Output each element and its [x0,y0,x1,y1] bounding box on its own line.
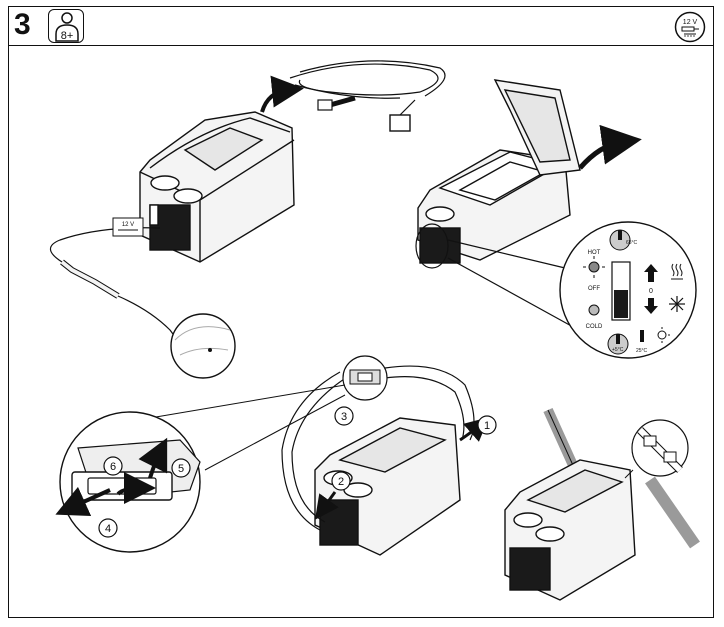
step-label-4: 4 [105,523,111,535]
up-arrow-icon [644,264,658,282]
cooler-open-topright [417,79,581,264]
header-bar [8,6,714,46]
car-dashboard-inset [170,313,236,379]
illustration-frame [8,6,714,618]
thermometer-ambient-icon: 25°C [636,330,648,354]
cooler-closed-topleft [139,111,295,263]
buckle-detail-small [342,355,388,401]
heat-icon [671,263,683,280]
sun-icon [657,327,670,343]
voltage-badge-label: 12 V [683,19,698,26]
lid-open-arrow [578,124,642,170]
voltage-badge: 12 V [674,11,706,43]
car-socket-label: 12 V [122,222,134,228]
buckle-inset [55,411,201,553]
strap-lines-to-inset [149,384,346,471]
step-marker-6: 6 [103,456,123,476]
strap-arrow-2 [314,491,339,520]
cable-bundle [289,60,446,132]
control-panel-detail: HOT OFF COLD 0 65°C +5°C [559,221,697,359]
ambient-temp-label: 25°C [636,348,648,354]
car-socket-icon: 12 V [112,217,144,237]
step-marker-3: 3 [334,406,354,426]
step-label-2: 2 [338,476,344,488]
switch-zero-label: 0 [649,288,653,295]
step-marker-4: 4 [98,518,118,538]
lift-arrow-left [260,75,304,113]
step-label-3: 3 [341,411,347,423]
step-label-5: 5 [178,463,184,475]
snowflake-icon [669,296,685,312]
step-marker-1: 1 [477,415,497,435]
step-number: 3 [14,8,31,41]
age-warning-badge: 8+ [48,9,84,43]
down-arrow-icon [644,298,658,314]
thermometer-cold-icon: +5°C [607,333,629,355]
age-label: 8+ [61,30,74,42]
cooler-shoulder-strap [504,407,700,601]
step-marker-2: 2 [331,471,351,491]
thermometer-hot-icon: 65°C [609,229,638,251]
cold-label: COLD [586,324,603,330]
step-label-6: 6 [110,461,116,473]
off-label: OFF [588,286,600,292]
step-marker-5: 5 [171,458,191,478]
hot-temp-label: 65°C [626,240,638,246]
hot-label: HOT [588,250,601,256]
step-label-1: 1 [484,420,490,432]
person-icon: 8+ [55,12,79,42]
hot-indicator-icon [588,261,600,273]
cold-indicator-icon [588,304,600,316]
control-callout-connector [415,223,576,329]
cold-temp-label: +5°C [612,347,624,353]
